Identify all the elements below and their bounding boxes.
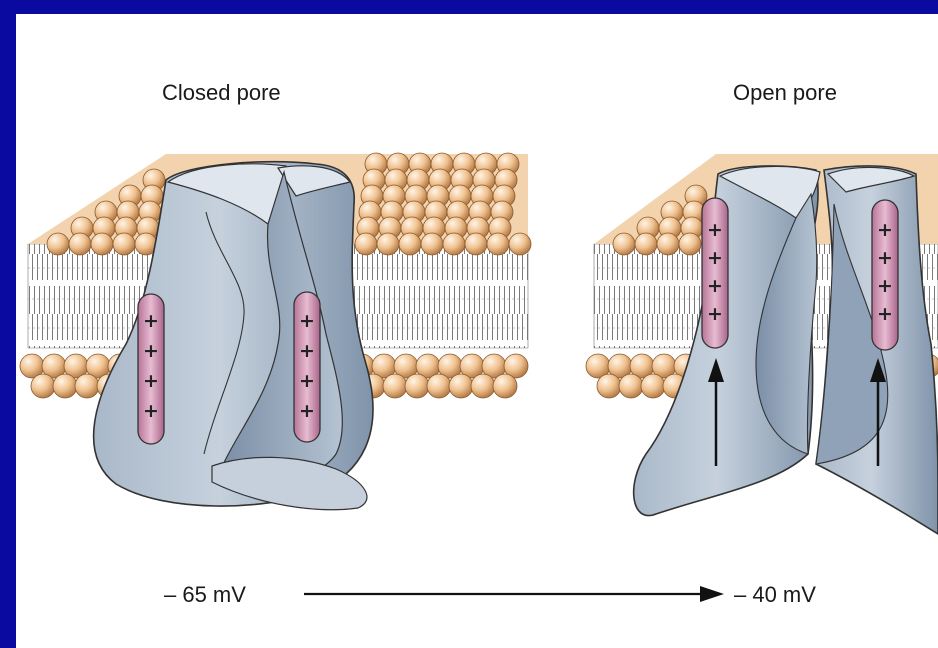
charge-plus: + [877,219,893,241]
lipid-head [635,233,657,255]
voltage-end-label: – 40 mV [734,582,816,607]
depolarization-arrow [304,586,724,602]
lipid-head [613,233,635,255]
lipid-head [471,374,495,398]
open-pore-label: Open pore [733,80,837,105]
charge-plus: + [877,303,893,325]
closed-pore-label: Closed pore [162,80,281,105]
lipid-head [69,233,91,255]
lipid-head [679,233,701,255]
charge-plus: + [707,219,723,241]
lipid-head [421,233,443,255]
lipid-head [91,233,113,255]
charge-plus: + [707,303,723,325]
closed-pore-diagram: + + + + + + + + [20,153,531,510]
lipid-head [399,233,421,255]
lipid-head [641,374,665,398]
charge-plus: + [299,370,315,392]
lipid-head [47,233,69,255]
lipid-head [657,233,679,255]
channel-diagram: + + + + + + + + [16,14,938,648]
lipid-head [383,374,407,398]
charge-plus: + [877,275,893,297]
charge-plus: + [143,370,159,392]
lipid-head [355,233,377,255]
lipid-head [377,233,399,255]
lipid-head [53,374,77,398]
lipid-head [465,233,487,255]
lipid-head [509,233,531,255]
charge-plus: + [143,400,159,422]
lipid-head [493,374,517,398]
diagram-panel: + + + + + + + + [16,14,938,648]
open-pore-diagram: + + + + + + + + [586,154,938,534]
open-sensor-left: + + + + [702,198,728,348]
charge-plus: + [299,400,315,422]
charge-plus: + [143,340,159,362]
closed-sensor-left: + + + + [138,294,164,444]
charge-plus: + [299,310,315,332]
lipid-head [597,374,621,398]
lipid-head [405,374,429,398]
closed-sensor-right: + + + + [294,292,320,442]
lipid-head [619,374,643,398]
charge-plus: + [707,247,723,269]
lipid-head [75,374,99,398]
charge-plus: + [299,340,315,362]
charge-plus: + [707,275,723,297]
lipid-head [31,374,55,398]
voltage-start-label: – 65 mV [164,582,246,607]
charge-plus: + [877,247,893,269]
charge-plus: + [143,310,159,332]
lipid-head [449,374,473,398]
lipid-head [113,233,135,255]
lipid-head [427,374,451,398]
lipid-head [443,233,465,255]
open-sensor-right: + + + + [872,200,898,350]
lipid-head [487,233,509,255]
